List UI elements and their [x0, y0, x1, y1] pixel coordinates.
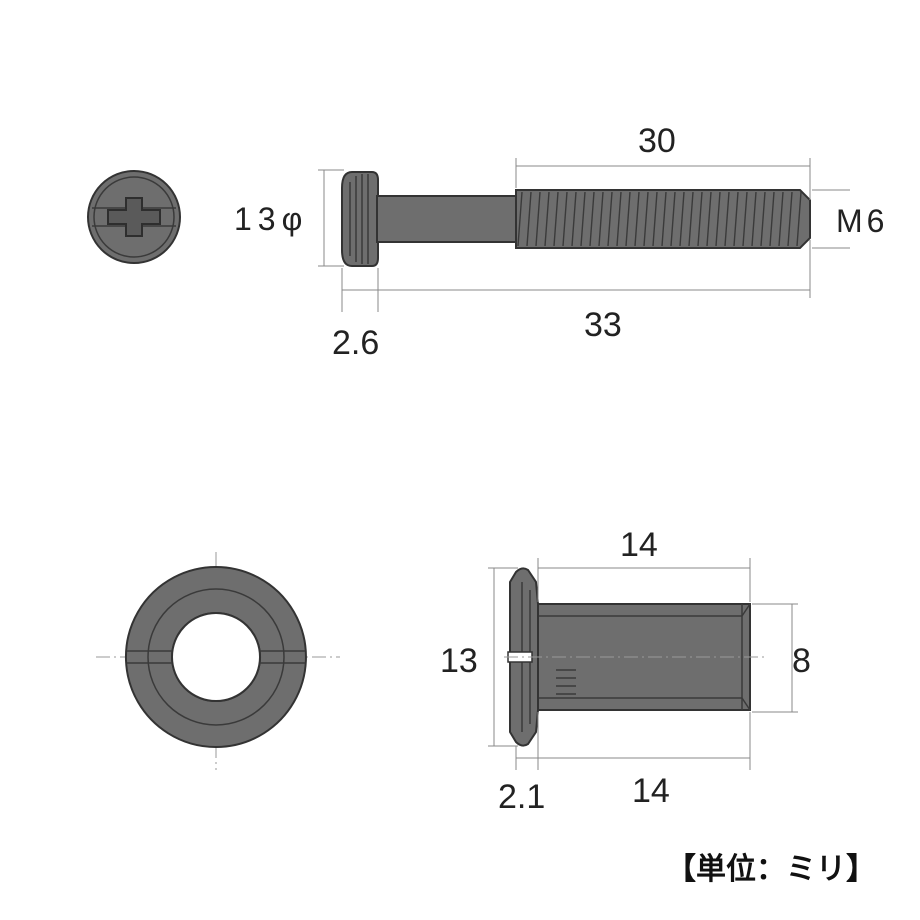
sleeve-body-diameter-label: 8: [792, 642, 811, 680]
thread-line: [562, 191, 568, 247]
thread-line: [751, 191, 757, 247]
thread-line: [661, 191, 667, 247]
bolt-head-diameter-label: 13φ: [234, 201, 308, 237]
sleeve-dimensions: [488, 558, 798, 770]
thread-line: [760, 191, 766, 247]
thread-line: [796, 191, 802, 247]
sleeve-flange-diameter-label: 13: [440, 642, 478, 680]
bolt-total-length-label: 33: [584, 306, 622, 344]
bolt-thread-length-label: 30: [638, 122, 676, 160]
thread-line: [688, 191, 694, 247]
thread-line: [643, 191, 649, 247]
thread-line: [715, 191, 721, 247]
thread-line: [571, 191, 577, 247]
thread-line: [535, 191, 541, 247]
thread-line: [769, 191, 775, 247]
thread-line: [670, 191, 676, 247]
sleeve-flange-thickness-label: 2.1: [498, 778, 545, 816]
thread-line: [607, 191, 613, 247]
bolt-head-thickness-label: 2.6: [332, 324, 379, 362]
sleeve-side-view: [504, 567, 766, 747]
thread-line: [517, 191, 523, 247]
bolt-thread-lines: [517, 191, 802, 247]
thread-line: [787, 191, 793, 247]
thread-line: [544, 191, 550, 247]
thread-line: [679, 191, 685, 247]
thread-line: [706, 191, 712, 247]
thread-line: [589, 191, 595, 247]
thread-line: [724, 191, 730, 247]
thread-line: [697, 191, 703, 247]
thread-line: [616, 191, 622, 247]
bolt-thread-size-label: M6: [836, 203, 888, 239]
thread-line: [598, 191, 604, 247]
bolt-head-end-view: [87, 170, 181, 264]
thread-line: [778, 191, 784, 247]
thread-line: [625, 191, 631, 247]
thread-line: [580, 191, 586, 247]
bolt-dimensions: [318, 158, 850, 312]
thread-line: [742, 191, 748, 247]
thread-line: [634, 191, 640, 247]
bolt-side-view: [341, 171, 811, 267]
thread-line: [733, 191, 739, 247]
thread-line: [553, 191, 559, 247]
sleeve-body-length-top-label: 14: [620, 526, 658, 564]
sleeve-end-view: [96, 552, 340, 770]
sleeve-body-length-bottom-label: 14: [632, 772, 670, 810]
thread-line: [652, 191, 658, 247]
thread-line: [526, 191, 532, 247]
unit-label: 【単位：ミリ】: [666, 852, 876, 887]
